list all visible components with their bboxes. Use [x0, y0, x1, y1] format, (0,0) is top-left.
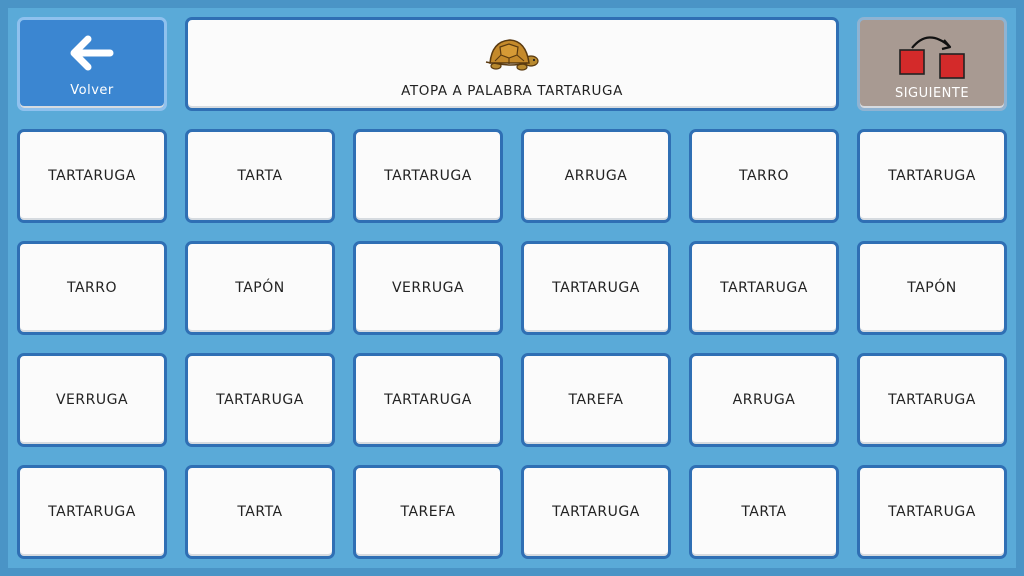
word-tile[interactable]: VERRUGA: [353, 241, 503, 335]
word-tile[interactable]: TARTARUGA: [353, 353, 503, 447]
word-tile[interactable]: VERRUGA: [17, 353, 167, 447]
word-tile[interactable]: TARTA: [185, 465, 335, 559]
word-tile[interactable]: TARTARUGA: [689, 241, 839, 335]
word-tile[interactable]: TARTARUGA: [185, 353, 335, 447]
word-tile[interactable]: TARRO: [17, 241, 167, 335]
word-tile[interactable]: TARTARUGA: [857, 129, 1007, 223]
back-button[interactable]: Volver: [17, 17, 167, 111]
word-tile[interactable]: TARTARUGA: [857, 465, 1007, 559]
word-tile[interactable]: TARTARUGA: [521, 241, 671, 335]
instruction-title: ATOPA A PALABRA TARTARUGA: [401, 83, 623, 99]
next-button-label: SIGUIENTE: [894, 85, 970, 101]
word-tile[interactable]: TARTARUGA: [17, 129, 167, 223]
next-button[interactable]: SIGUIENTE: [857, 17, 1007, 111]
word-tile[interactable]: TAREFA: [353, 465, 503, 559]
word-tile[interactable]: ARRUGA: [689, 353, 839, 447]
word-tile[interactable]: TARTARUGA: [353, 129, 503, 223]
left-arrow-icon: [68, 35, 116, 75]
word-tile[interactable]: ARRUGA: [521, 129, 671, 223]
turtle-icon: [482, 35, 542, 77]
word-tile[interactable]: TAPÓN: [185, 241, 335, 335]
word-tile[interactable]: TARRO: [689, 129, 839, 223]
word-tile[interactable]: TAPÓN: [857, 241, 1007, 335]
squares-swap-icon: [894, 30, 970, 84]
word-tile[interactable]: TARTARUGA: [17, 465, 167, 559]
word-tile[interactable]: TARTA: [185, 129, 335, 223]
word-tile[interactable]: TAREFA: [521, 353, 671, 447]
word-tile[interactable]: TARTA: [689, 465, 839, 559]
instruction-box: ATOPA A PALABRA TARTARUGA: [185, 17, 839, 111]
back-button-label: Volver: [70, 82, 114, 98]
word-tile[interactable]: TARTARUGA: [521, 465, 671, 559]
word-tile[interactable]: TARTARUGA: [857, 353, 1007, 447]
